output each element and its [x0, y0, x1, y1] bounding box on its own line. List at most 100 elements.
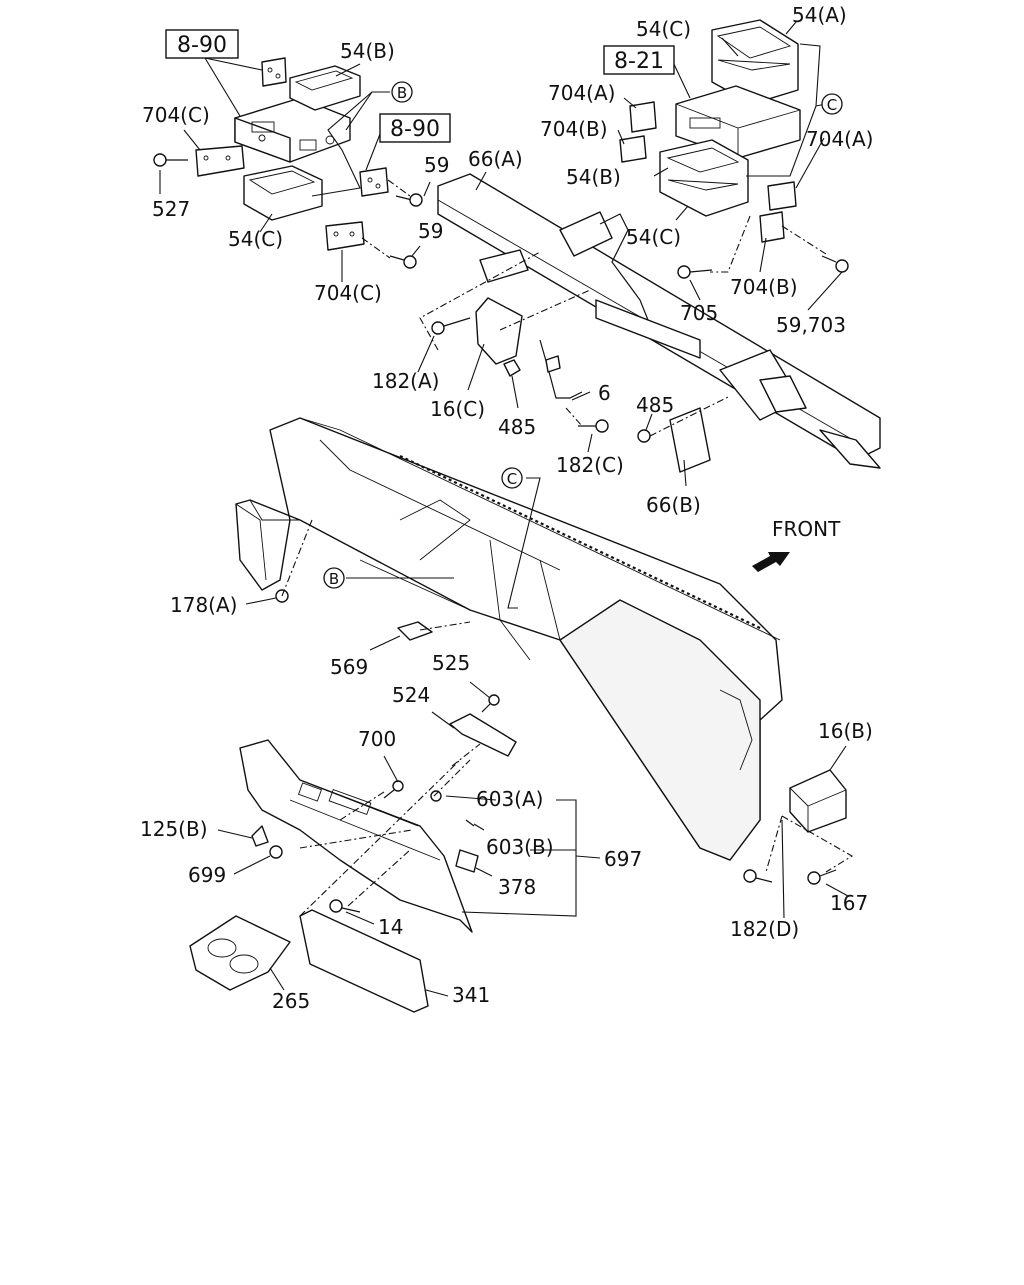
label-16C: 16(C): [430, 397, 485, 421]
nut-485-left: [503, 359, 521, 377]
label-54C-top: 54(C): [636, 17, 691, 41]
bracket-8-90-mid: [359, 167, 389, 197]
label-697: 697: [604, 847, 642, 871]
circle-ref-text: C: [827, 96, 837, 114]
pocket-54A-top: [711, 19, 799, 105]
clip-569: [397, 621, 433, 641]
circle-ref-B-top[interactable]: B: [391, 81, 413, 103]
label-704A-right: 704(A): [806, 127, 873, 151]
panel-341: [299, 909, 429, 1013]
nut-485-right: [637, 429, 651, 443]
label-54C-mid: 54(C): [626, 225, 681, 249]
screw-182A: [431, 317, 471, 335]
label-603B: 603(B): [486, 835, 554, 859]
label-699: 699: [188, 863, 226, 887]
label-54B-left: 54(B): [340, 39, 395, 63]
radio-unit-left: [234, 97, 351, 163]
label-14: 14: [378, 915, 403, 939]
label-704C-left: 704(C): [142, 103, 210, 127]
bracket-66B: [669, 407, 711, 473]
bolt-182D: [743, 869, 773, 883]
label-59-upper: 59: [424, 153, 449, 177]
label-182C: 182(C): [556, 453, 624, 477]
bracket-16C: [475, 297, 523, 365]
label-378: 378: [498, 875, 536, 899]
label-527: 527: [152, 197, 190, 221]
clip-699: [269, 845, 283, 859]
label-66A: 66(A): [468, 147, 523, 171]
label-525: 525: [432, 651, 470, 675]
screw-700: [383, 780, 404, 799]
label-59-703: 59,703: [776, 313, 846, 337]
label-66B: 66(B): [646, 493, 701, 517]
fastener-125B: [251, 825, 269, 847]
boxed-ref-text: 8-21: [614, 49, 664, 74]
clip-603A: [430, 790, 442, 802]
label-569: 569: [330, 655, 368, 679]
part-labels: 54(A) 54(C) 54(B) 704(A) 704(B) 54(B) 70…: [140, 3, 873, 1013]
pocket-54B-right: [659, 139, 749, 217]
label-700: 700: [358, 727, 396, 751]
bracket-704A-right: [759, 181, 797, 243]
screw-59-703: [821, 255, 849, 273]
label-265: 265: [272, 989, 310, 1013]
bracket-6: [539, 339, 583, 399]
bolt-167: [807, 869, 837, 885]
label-125B: 125(B): [140, 817, 208, 841]
label-182A: 182(A): [372, 369, 439, 393]
label-front: FRONT: [772, 517, 841, 541]
label-16B: 16(B): [818, 719, 873, 743]
label-6: 6: [598, 381, 611, 405]
boxed-ref-8-21[interactable]: 8-21: [603, 45, 675, 75]
circle-ref-B-mid[interactable]: B: [323, 567, 345, 589]
boxed-ref-8-90-mid[interactable]: 8-90: [379, 113, 451, 143]
boxed-ref-text: 8-90: [177, 33, 227, 58]
label-704C-mid: 704(C): [314, 281, 382, 305]
bolt-182C: [578, 419, 609, 433]
label-485-left: 485: [498, 415, 536, 439]
circle-ref-C-top[interactable]: C: [821, 93, 843, 115]
label-704A-top: 704(A): [548, 81, 615, 105]
label-524: 524: [392, 683, 430, 707]
label-182D: 182(D): [730, 917, 799, 941]
screw-527: [153, 153, 188, 167]
label-485-right: 485: [636, 393, 674, 417]
label-705: 705: [680, 301, 718, 325]
pocket-54C-left: [243, 165, 323, 221]
boxed-ref-text: 8-90: [390, 117, 440, 142]
circle-ref-text: B: [329, 570, 339, 588]
label-704B-right: 704(B): [730, 275, 798, 299]
leader-lines: [159, 21, 854, 997]
bracket-16B: [789, 769, 847, 833]
label-341: 341: [452, 983, 490, 1007]
label-178A: 178(A): [170, 593, 237, 617]
label-54A-top: 54(A): [792, 3, 847, 27]
bracket-704C-mid: [325, 221, 365, 251]
bracket-8-90-top: [261, 57, 287, 87]
screw-525: [481, 694, 500, 713]
label-54B-right: 54(B): [566, 165, 621, 189]
circle-ref-C-mid[interactable]: C: [501, 467, 523, 489]
screw-59-lower: [389, 255, 417, 269]
radio-unit-right: [675, 85, 801, 159]
front-arrow-icon: [752, 552, 790, 572]
instrument-panel: [235, 417, 783, 861]
label-54C-left: 54(C): [228, 227, 283, 251]
label-603A: 603(A): [476, 787, 543, 811]
cup-holder-265: [189, 915, 291, 991]
boxed-ref-8-90-top[interactable]: 8-90: [165, 29, 239, 59]
label-704B-top: 704(B): [540, 117, 608, 141]
circle-ref-text: B: [397, 84, 407, 102]
screw-59-upper: [395, 193, 423, 207]
circle-ref-text: C: [507, 470, 517, 488]
screw-705: [677, 265, 713, 279]
screw-14: [329, 899, 361, 913]
pad-378: [455, 849, 479, 873]
brackets-704A-704B-top: [619, 101, 657, 163]
clip-603B: [465, 819, 475, 827]
cover-524: [449, 713, 517, 757]
bracket-704C-left: [195, 145, 245, 177]
label-59-lower: 59: [418, 219, 443, 243]
